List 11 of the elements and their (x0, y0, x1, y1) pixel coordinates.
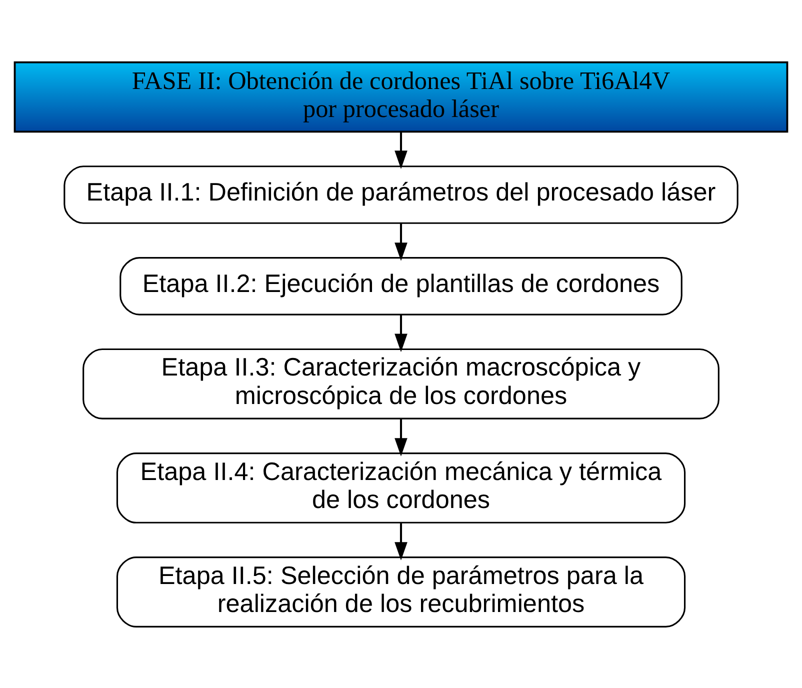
node-box: Etapa II.4: Caracterización mecánica y térmica de los cordones (116, 452, 686, 523)
node-box: Etapa II.3: Caracterización macroscópica y microscópica de los cordones (82, 348, 720, 419)
node-box: Etapa II.1: Definición de parámetros del procesado láser (64, 165, 738, 224)
arrow (394, 132, 408, 168)
node-box: FASE II: Obtención de cordones TiAl sobre Ti6Al4V por procesado láser (14, 60, 788, 132)
arrow (394, 314, 408, 352)
node-box: Etapa II.2: Ejecución de plantillas de cordones (120, 256, 682, 315)
arrow (394, 522, 408, 560)
arrow (394, 222, 408, 260)
arrow (394, 418, 408, 456)
node-box: Etapa II.5: Selección de parámetros para la realización de los recubrimientos (116, 556, 686, 627)
